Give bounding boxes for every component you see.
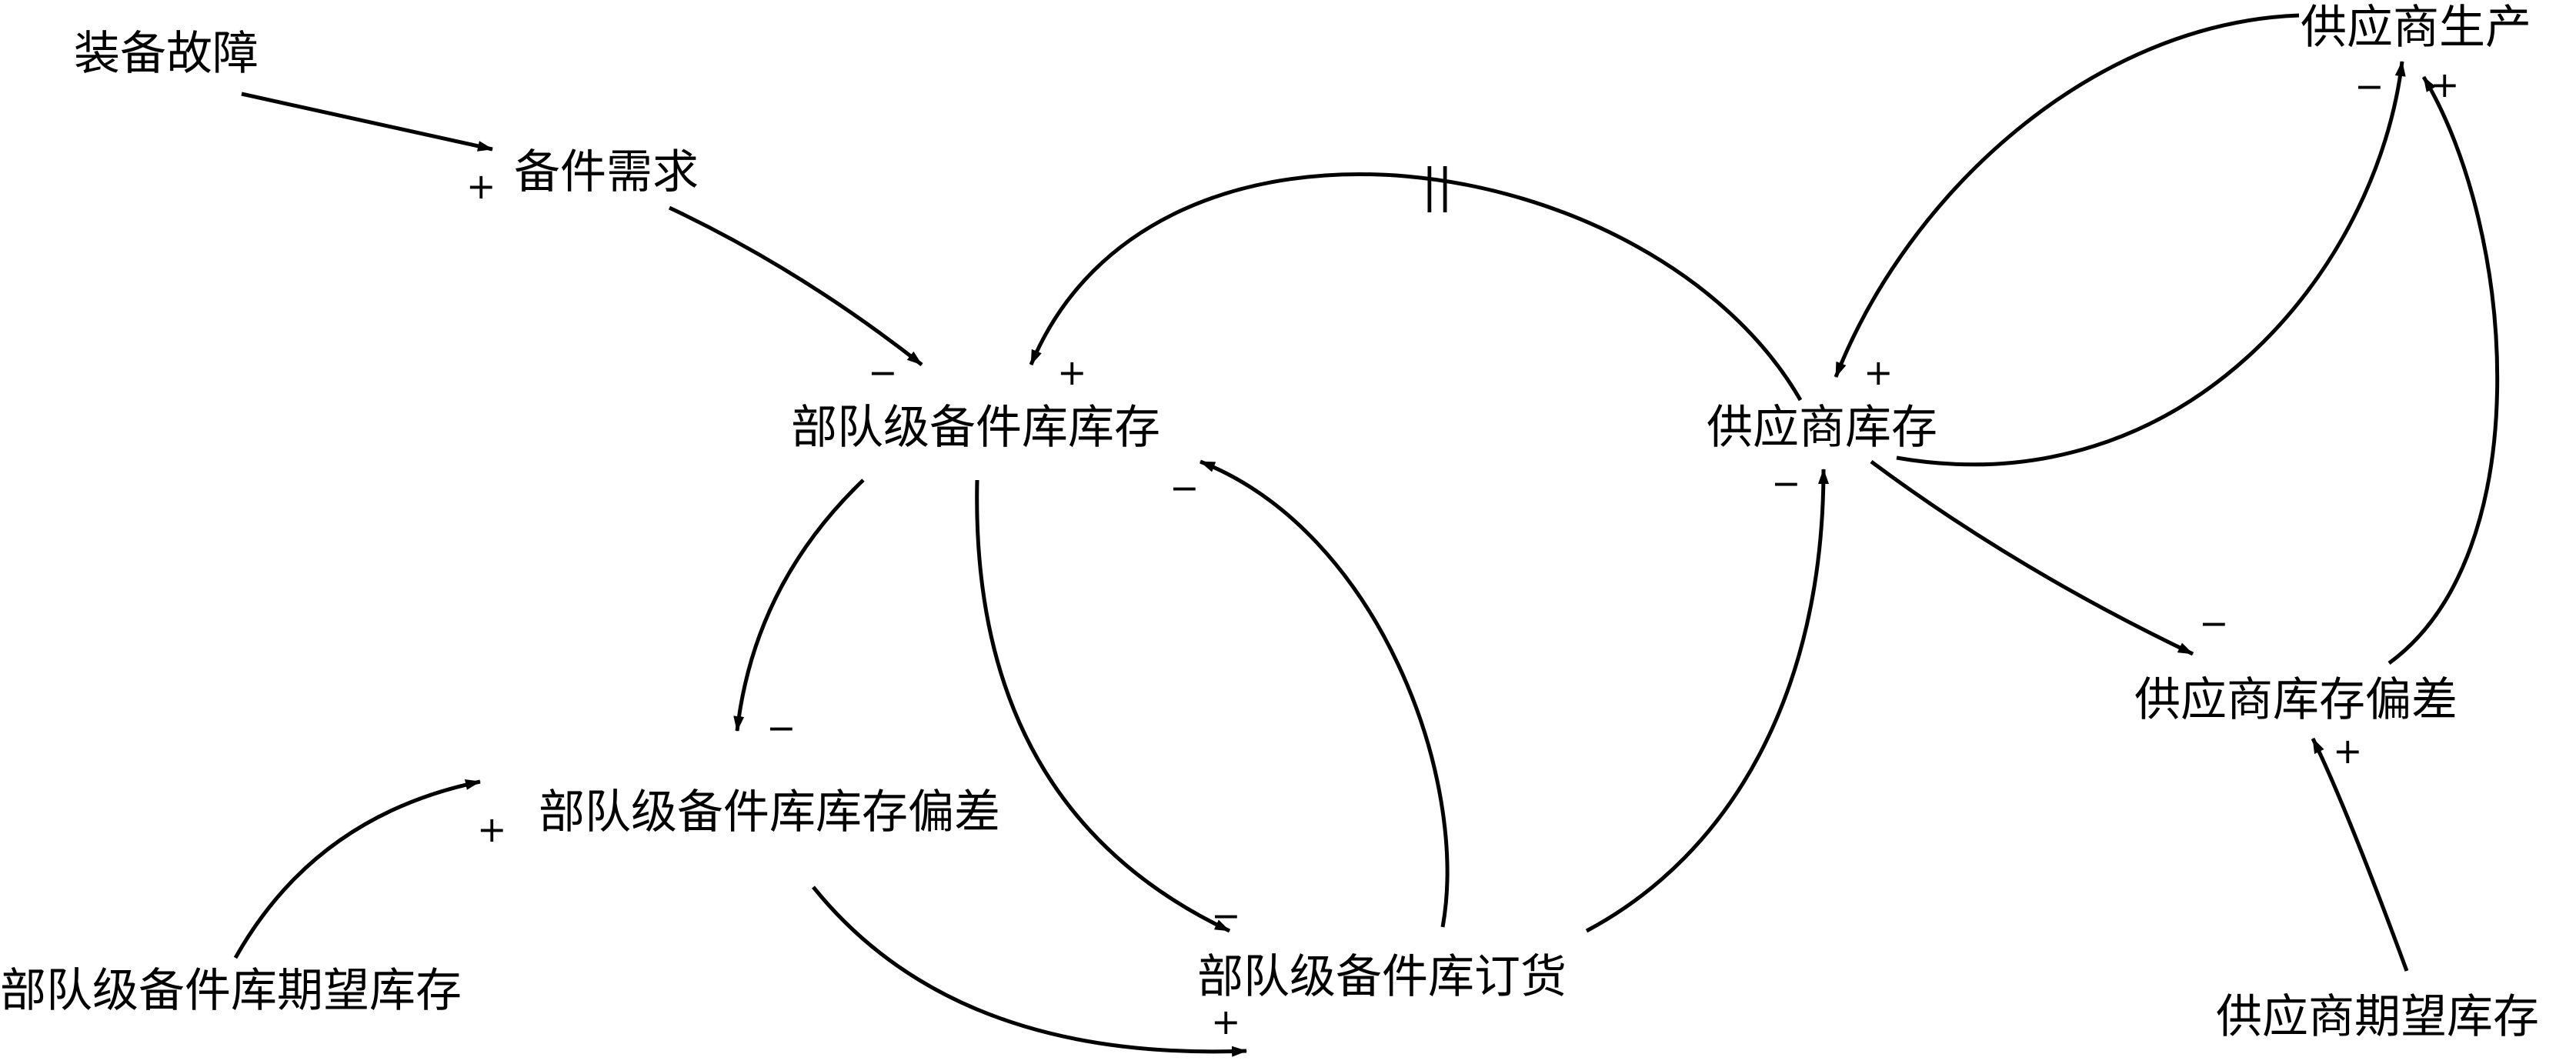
edge-unit-inventory-to-order [975, 479, 1231, 933]
polarity-supplier-inventory-minus: − [1771, 462, 1801, 504]
polarity-demand-plus: + [466, 165, 496, 207]
node-spare-demand: 备件需求 [514, 145, 699, 199]
node-supplier-desired-inventory: 供应商期望库存 [2216, 990, 2539, 1044]
polarity-gap-minus: − [766, 707, 796, 749]
edge-demand-to-unit-inventory [668, 205, 923, 366]
polarity-order-to-unit-minus: − [1170, 467, 1200, 509]
node-unit-order: 部队级备件库订货 [1197, 950, 1567, 1004]
edge-desired-to-gap [233, 779, 481, 959]
polarity-supplier-inventory-plus: + [1864, 352, 1894, 393]
polarity-order-minus: − [1211, 895, 1241, 936]
edge-order-to-supplier-inventory [1585, 469, 1829, 933]
polarity-unit-inventory-minus: − [868, 352, 898, 393]
delay-mark: || [1422, 159, 1453, 213]
edge-gap-to-order [812, 886, 1247, 1057]
edge-supplier-inventory-to-production [1896, 61, 2406, 467]
node-supplier-inventory-gap: 供应商库存偏差 [2134, 673, 2458, 727]
node-unit-desired-inventory: 部队级备件库期望库存 [0, 964, 462, 1018]
node-unit-inventory-gap: 部队级备件库库存偏差 [539, 785, 1000, 839]
edge-failure-to-demand [241, 92, 493, 152]
edge-supplier-gap-to-production [2387, 75, 2500, 665]
edge-order-to-unit-inventory [1200, 459, 1450, 928]
polarity-production-minus: − [2354, 65, 2384, 107]
polarity-order-plus: + [1211, 1001, 1241, 1042]
node-supplier-inventory: 供应商库存 [1707, 401, 1937, 455]
polarity-supplier-gap-plus: + [2333, 730, 2363, 772]
edge-supplier-inventory-to-unit-inventory [1029, 172, 1803, 402]
edge-production-to-supplier-inventory [1834, 13, 2300, 378]
edge-supplier-desired-to-supplier-gap [2311, 737, 2409, 972]
edge-supplier-inventory-to-supplier-gap [1870, 459, 2194, 656]
polarity-unit-inventory-plus: + [1057, 352, 1087, 393]
polarity-production-plus: + [2430, 64, 2460, 105]
node-supplier-production: 供应商生产 [2301, 1, 2531, 55]
polarity-supplier-gap-minus: − [2199, 602, 2229, 644]
edge-unit-inventory-to-gap [733, 479, 865, 732]
node-unit-inventory: 部队级备件库库存 [791, 401, 1160, 455]
node-equipment-failure: 装备故障 [74, 27, 259, 81]
polarity-gap-plus: + [477, 809, 507, 850]
